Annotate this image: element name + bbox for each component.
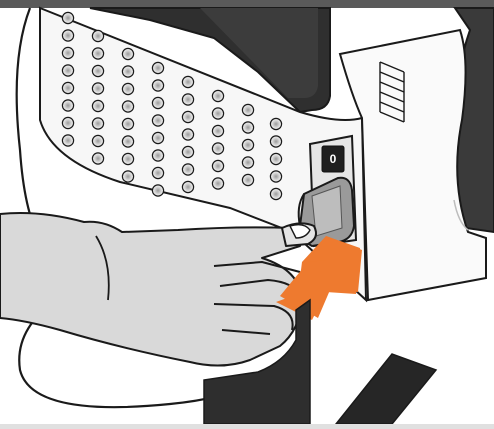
vent-hole: [92, 48, 103, 59]
vent-hole: [92, 30, 103, 41]
vent-hole: [242, 122, 253, 133]
vent-hole: [152, 80, 163, 91]
top-bar: [0, 0, 494, 8]
vent-hole: [62, 135, 73, 146]
vent-hole: [152, 62, 163, 73]
vent-hole: [270, 136, 281, 147]
vent-hole: [152, 115, 163, 126]
vent-hole: [152, 132, 163, 143]
vent-hole: [182, 146, 193, 157]
vent-hole: [62, 47, 73, 58]
vent-hole: [92, 100, 103, 111]
vent-hole: [270, 171, 281, 182]
vent-hole: [182, 181, 193, 192]
vent-hole: [92, 118, 103, 129]
vent-hole: [152, 150, 163, 161]
vent-hole: [62, 12, 73, 23]
vent-hole: [122, 118, 133, 129]
vent-hole: [122, 153, 133, 164]
vent-hole: [212, 178, 223, 189]
vent-hole: [92, 65, 103, 76]
vent-hole: [212, 143, 223, 154]
vent-hole: [182, 94, 193, 105]
vent-hole: [62, 82, 73, 93]
vent-hole: [92, 135, 103, 146]
vent-hole: [212, 90, 223, 101]
vent-hole: [270, 118, 281, 129]
vent-hole: [92, 83, 103, 94]
vent-hole: [122, 136, 133, 147]
vent-hole: [242, 174, 253, 185]
vent-hole: [212, 125, 223, 136]
vent-hole: [242, 104, 253, 115]
vent-hole: [152, 97, 163, 108]
vent-hole: [152, 185, 163, 196]
vent-hole: [182, 129, 193, 140]
vent-hole: [152, 167, 163, 178]
vent-hole: [182, 164, 193, 175]
vent-hole: [122, 171, 133, 182]
vent-hole: [62, 30, 73, 41]
vent-hole: [182, 76, 193, 87]
vent-hole: [270, 153, 281, 164]
vent-hole: [122, 66, 133, 77]
vent-hole: [242, 157, 253, 168]
power-switch-label: 0: [324, 152, 342, 166]
vent-hole: [122, 83, 133, 94]
bottom-bar: [0, 424, 494, 429]
vent-hole: [122, 101, 133, 112]
vent-hole: [92, 153, 103, 164]
vent-hole: [62, 65, 73, 76]
vent-hole: [122, 48, 133, 59]
vent-hole: [212, 108, 223, 119]
vent-hole: [62, 117, 73, 128]
vent-hole: [242, 139, 253, 150]
vent-hole: [270, 188, 281, 199]
vent-hole: [62, 100, 73, 111]
vent-hole: [182, 111, 193, 122]
vent-hole: [212, 160, 223, 171]
